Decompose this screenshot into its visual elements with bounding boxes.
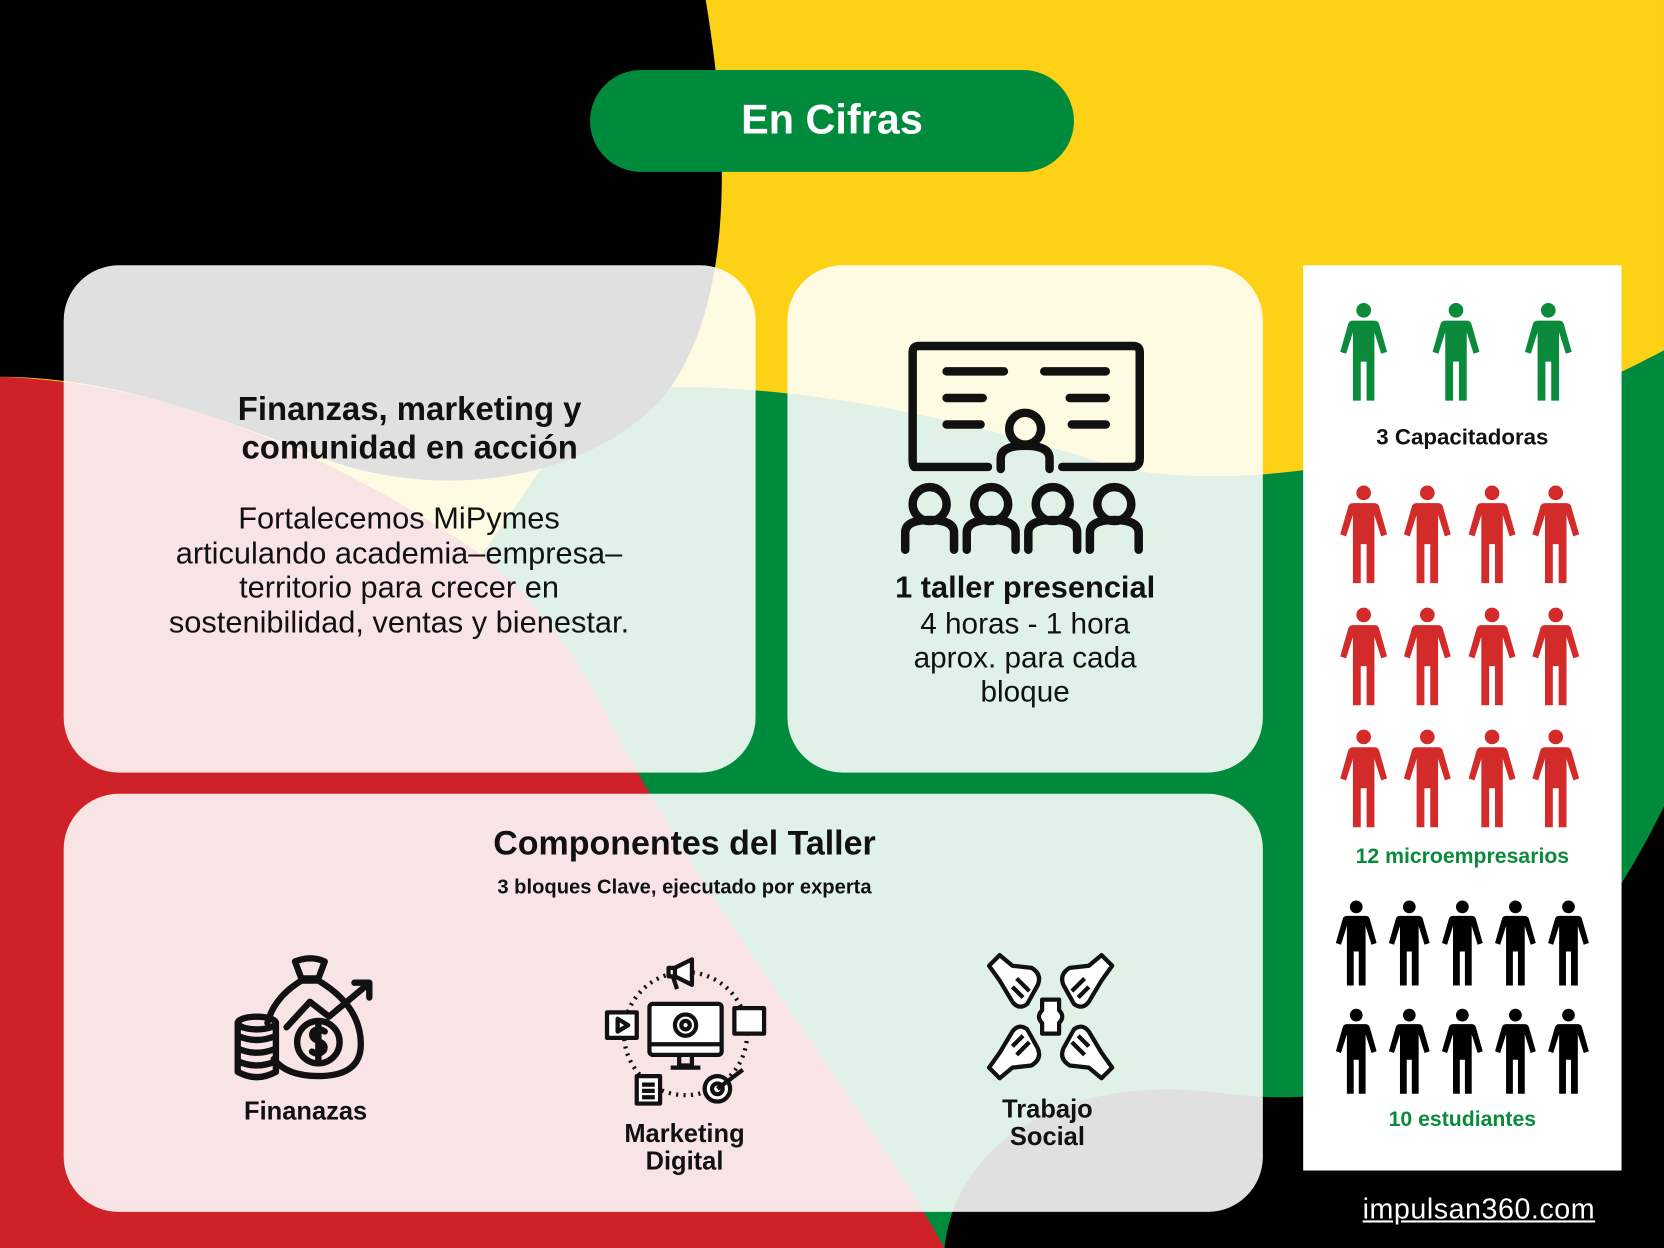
person-icon — [1340, 485, 1388, 584]
intro-body-line: sostenibilidad, ventas y bienestar. — [168, 605, 630, 640]
person-icon — [1403, 485, 1451, 584]
person-icon — [1432, 303, 1480, 401]
presentation-audience-icon — [900, 341, 1144, 554]
component-label-trabajo-social: Trabajo Social — [941, 1096, 1153, 1151]
intro-body-line: Fortalecemos MiPymes — [238, 501, 560, 536]
person-icon — [1441, 1008, 1483, 1094]
person-icon — [1468, 729, 1516, 828]
group-label-capacitadoras: 3 Capacitadoras — [1376, 425, 1549, 450]
person-icon — [1388, 1008, 1430, 1094]
person-icon — [1403, 607, 1451, 706]
person-icon — [1495, 900, 1536, 986]
workshop-title: 1 taller presencial — [895, 570, 1156, 605]
person-icon — [1495, 1008, 1536, 1094]
component-label-marketing: Marketing Digital — [578, 1119, 790, 1176]
person-icon — [1548, 900, 1589, 986]
components-subtitle: 3 bloques Clave, ejecutado por experta — [497, 876, 872, 899]
person-icon — [1340, 607, 1388, 706]
group-label-microempresarios: 12 microempresarios — [1355, 844, 1570, 869]
header-pill: En Cifras — [590, 70, 1074, 172]
person-icon — [1468, 607, 1516, 706]
person-icon — [1403, 729, 1451, 828]
person-icon — [1340, 729, 1388, 828]
intro-title-line: comunidad en acción — [241, 428, 578, 466]
group-label-estudiantes: 10 estudiantes — [1388, 1107, 1537, 1132]
workshop-detail: 4 horas - 1 hora aprox. para cada bloque — [787, 607, 1262, 709]
intro-body-line: articulando academia–empresa– — [175, 536, 623, 571]
person-icon — [1335, 1008, 1377, 1094]
money-bag-icon — [234, 955, 373, 1081]
label-line: Digital — [645, 1147, 724, 1176]
person-icon — [1335, 900, 1377, 986]
person-icon — [1441, 900, 1483, 986]
person-icon — [1532, 607, 1580, 706]
label-line: Social — [1009, 1122, 1085, 1152]
intro-title: Finanzas, marketing y comunidad en acció… — [64, 391, 756, 467]
intro-body-line: territorio para crecer en — [239, 570, 559, 605]
intro-title-line: Finanzas, marketing y — [237, 390, 582, 428]
person-icon — [1532, 729, 1580, 828]
website-link[interactable]: impulsan360.com — [1362, 1192, 1596, 1225]
person-icon — [1388, 900, 1430, 986]
person-icon — [1548, 1008, 1589, 1094]
person-icon — [1340, 303, 1388, 401]
label-line: Trabajo — [1002, 1095, 1093, 1124]
component-label-finanzas: Finanazas — [244, 1097, 368, 1126]
workshop-detail-line: bloque — [980, 674, 1070, 708]
label-line: Marketing — [624, 1119, 745, 1149]
person-icon — [1532, 485, 1580, 584]
digital-marketing-icon — [604, 957, 767, 1106]
components-title: Componentes del Taller — [493, 823, 876, 862]
intro-body: Fortalecemos MiPymes articulando academi… — [64, 502, 735, 640]
puzzle-hands-icon — [985, 951, 1117, 1083]
participants-panel: 3 Capacitadoras 12 microempresarios 10 e… — [1303, 265, 1622, 1171]
workshop-detail-line: aprox. para cada — [913, 640, 1137, 674]
person-icon — [1524, 303, 1572, 401]
workshop-detail-line: 4 horas - 1 hora — [920, 607, 1131, 640]
person-icon — [1468, 485, 1516, 584]
intro-card — [63, 265, 756, 773]
header-title: En Cifras — [741, 97, 923, 144]
